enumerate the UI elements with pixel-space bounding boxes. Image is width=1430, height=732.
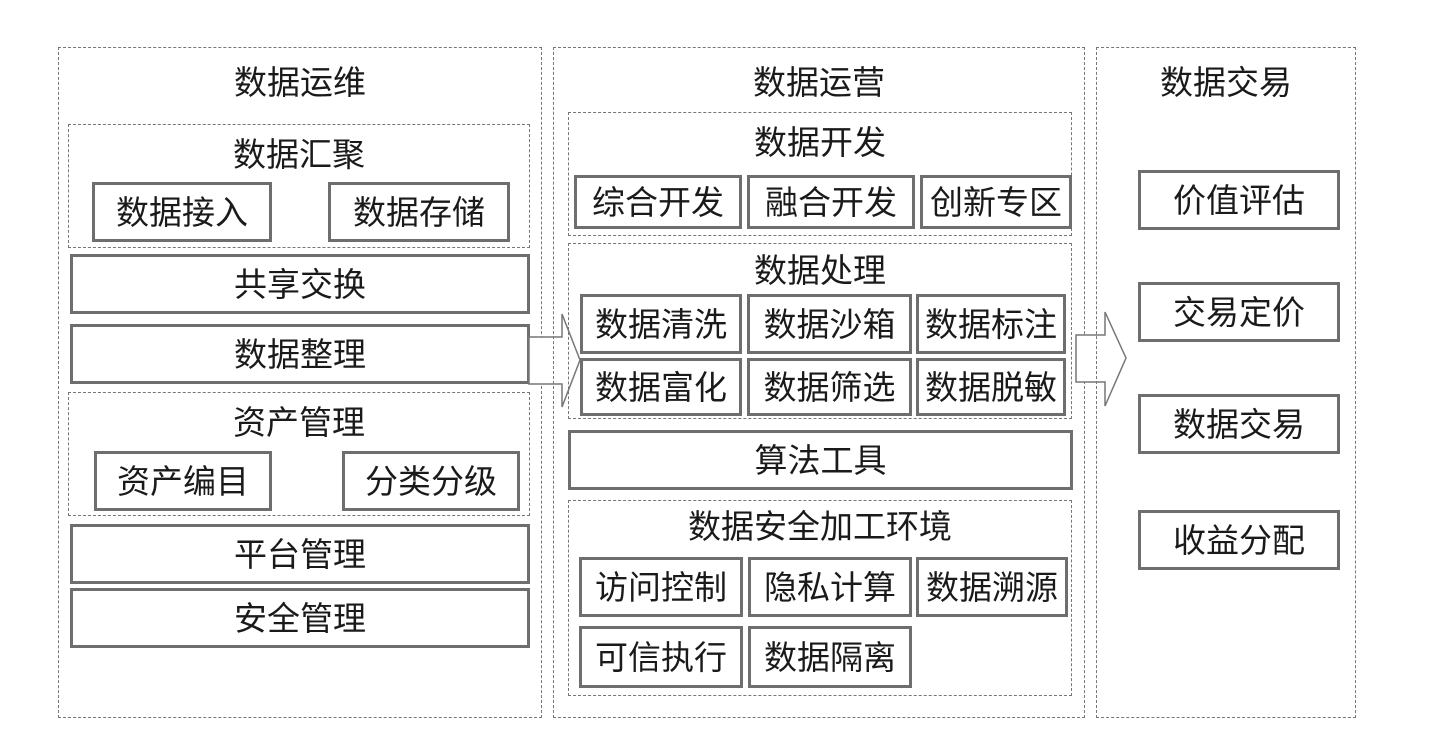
- share-exchange-box: 共享交换: [70, 254, 530, 314]
- trusted-execution-box: 可信执行: [579, 626, 743, 688]
- operation-title: 数据运营: [753, 63, 885, 102]
- development-group: [568, 112, 1072, 236]
- ops-title: 数据运维: [234, 63, 366, 102]
- data-labeling-box: 数据标注: [916, 294, 1066, 354]
- revenue-distribution-box: 收益分配: [1138, 510, 1340, 570]
- data-masking-box: 数据脱敏: [916, 358, 1066, 416]
- value-assessment-box: 价值评估: [1138, 170, 1340, 230]
- privacy-computing-box: 隐私计算: [748, 557, 912, 617]
- asset-title: 资产管理: [233, 403, 365, 442]
- data-filtering-box: 数据筛选: [747, 358, 912, 416]
- fusion-dev-box: 融合开发: [747, 175, 915, 229]
- data-enrichment-box: 数据富化: [580, 358, 742, 416]
- classification-box: 分类分级: [342, 451, 520, 511]
- data-tracing-box: 数据溯源: [916, 557, 1068, 617]
- integrated-dev-box: 综合开发: [574, 175, 742, 229]
- innovation-zone-box: 创新专区: [920, 175, 1072, 229]
- development-title: 数据开发: [754, 123, 886, 162]
- trade-column: [1096, 47, 1356, 718]
- arrow-right-icon: [528, 313, 581, 408]
- asset-group: [68, 392, 530, 516]
- secure-env-group: [568, 500, 1072, 696]
- trade-pricing-box: 交易定价: [1138, 282, 1340, 342]
- processing-title: 数据处理: [754, 251, 886, 290]
- algorithm-tools-box: 算法工具: [568, 430, 1073, 490]
- aggregation-title: 数据汇聚: [233, 135, 365, 174]
- secure-env-title: 数据安全加工环境: [688, 507, 952, 546]
- data-storage-box: 数据存储: [328, 182, 510, 242]
- data-trading-box: 数据交易: [1138, 394, 1340, 454]
- trade-title: 数据交易: [1160, 63, 1292, 102]
- data-sandbox-box: 数据沙箱: [747, 294, 912, 354]
- asset-catalog-box: 资产编目: [94, 451, 272, 511]
- arrow-right-icon: [1075, 311, 1127, 407]
- aggregation-group: [68, 124, 530, 248]
- data-isolation-box: 数据隔离: [748, 626, 912, 688]
- platform-management-box: 平台管理: [70, 524, 530, 584]
- data-organize-box: 数据整理: [70, 324, 530, 384]
- data-cleaning-box: 数据清洗: [580, 294, 742, 354]
- processing-group: [568, 243, 1072, 419]
- security-management-box: 安全管理: [70, 588, 530, 648]
- access-control-box: 访问控制: [579, 557, 743, 617]
- data-access-box: 数据接入: [92, 182, 272, 242]
